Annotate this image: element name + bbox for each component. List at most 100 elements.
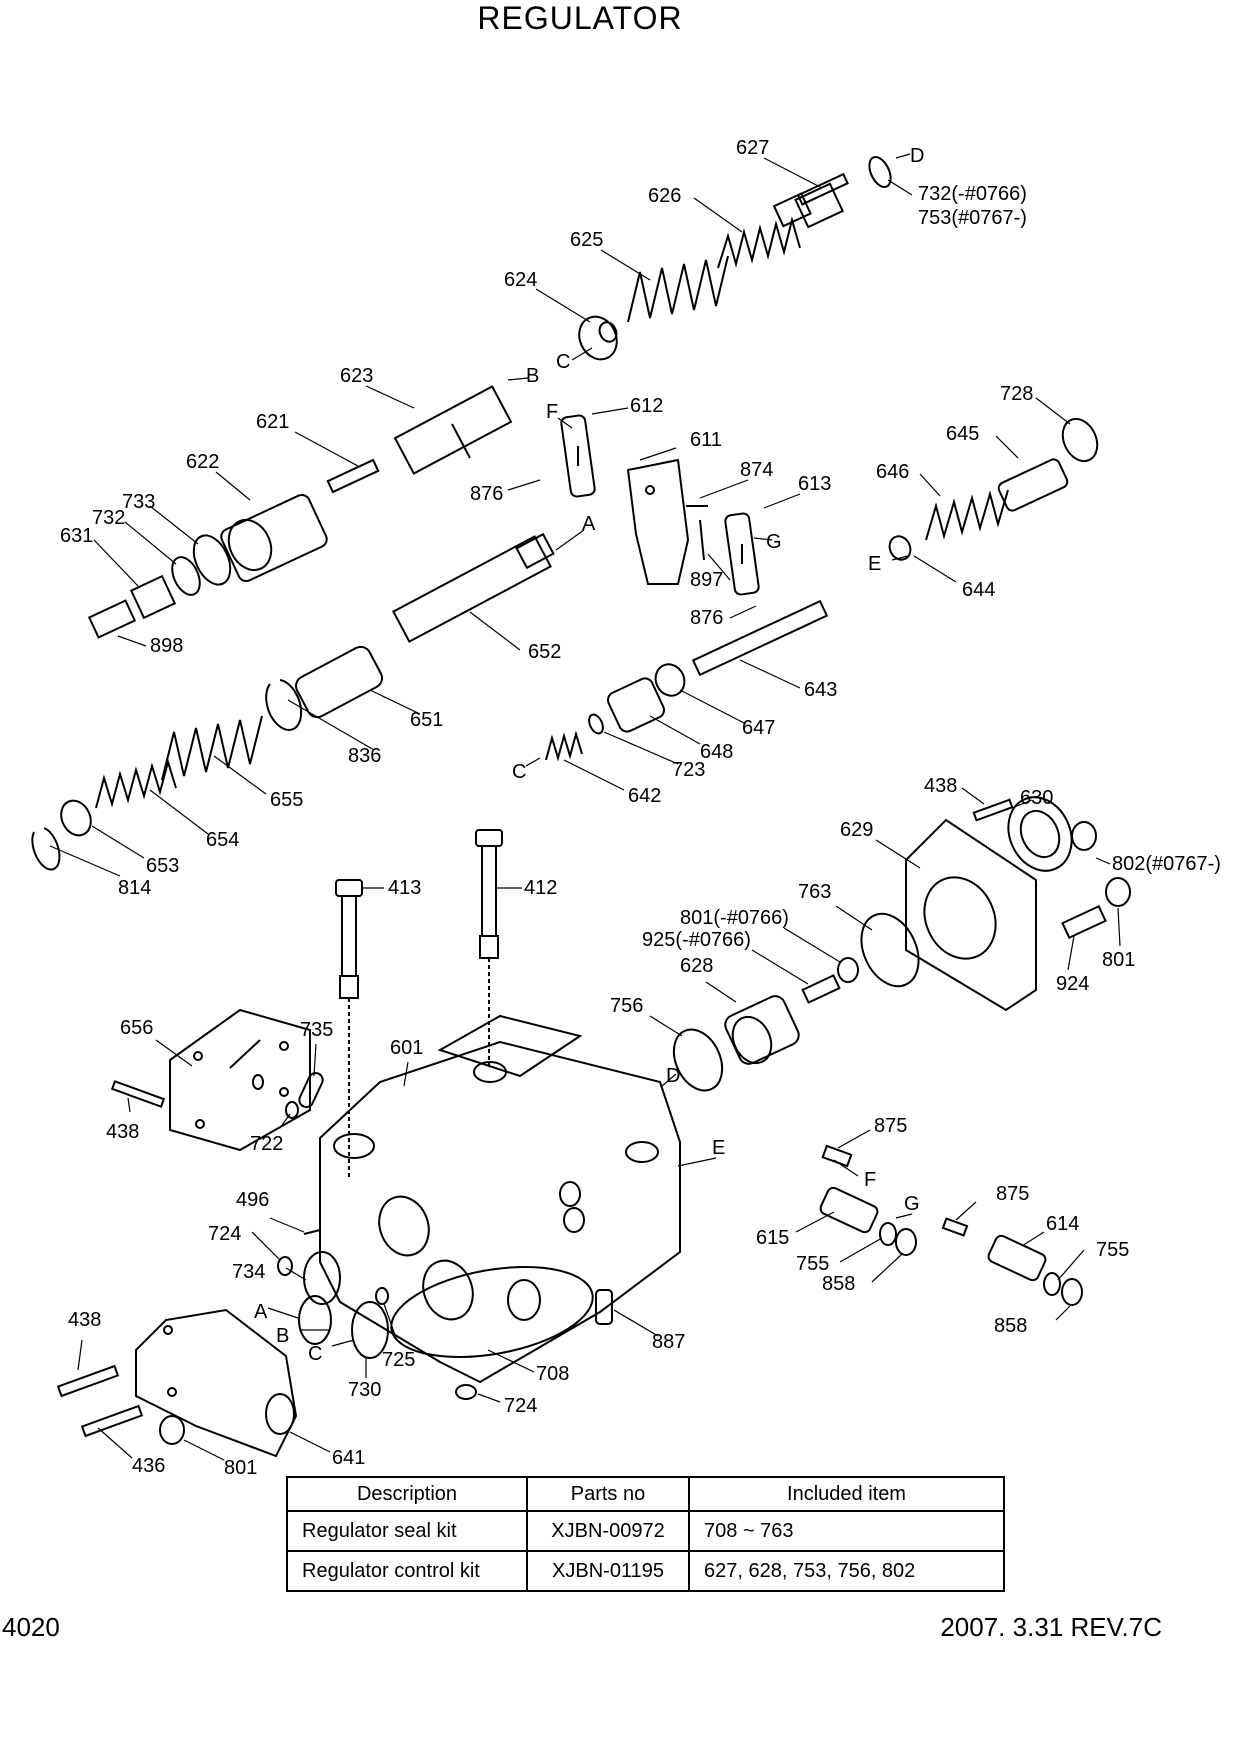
callout-876-a: 876 <box>470 483 503 505</box>
callout-756: 756 <box>610 995 643 1017</box>
part-614 <box>987 1234 1047 1282</box>
oring-728 <box>1061 417 1099 463</box>
oring-755-a <box>879 1222 897 1246</box>
callout-612: 612 <box>630 395 663 417</box>
callout-631: 631 <box>60 525 93 547</box>
kit-description: Regulator seal kit <box>286 1510 528 1552</box>
callout-B-2: B <box>276 1325 289 1347</box>
callout-898: 898 <box>150 635 183 657</box>
callout-628: 628 <box>680 955 713 977</box>
callout-753-a: 753(#0767-) <box>918 207 1027 229</box>
callout-655: 655 <box>270 789 303 811</box>
pin-887 <box>595 1289 613 1325</box>
pin-875-a <box>821 1144 853 1168</box>
callout-733: 733 <box>122 491 155 513</box>
callout-B: B <box>526 365 539 387</box>
callout-647: 647 <box>742 717 775 739</box>
callout-611: 611 <box>690 429 722 451</box>
nut-801-bottom <box>159 1415 185 1445</box>
spring-625 <box>627 255 729 323</box>
callout-755-a: 755 <box>796 1253 829 1275</box>
callout-730: 730 <box>348 1379 381 1401</box>
oring-708 <box>390 1266 594 1358</box>
oring-763 <box>860 912 920 988</box>
callout-814: 814 <box>118 877 151 899</box>
callout-412: 412 <box>524 877 557 899</box>
oring-723 <box>588 713 604 735</box>
callout-C-3: C <box>308 1343 322 1365</box>
callout-643: 643 <box>804 679 837 701</box>
oring-A <box>298 1295 332 1345</box>
part-898 <box>87 599 137 639</box>
callout-836: 836 <box>348 745 381 767</box>
nut-801-mid <box>837 957 859 983</box>
part-613 <box>724 512 760 596</box>
page-number: 4020 <box>2 1612 60 1642</box>
part-601-body <box>319 1014 681 1384</box>
callout-496: 496 <box>236 1189 269 1211</box>
callout-801-c: 801 <box>224 1457 257 1479</box>
callout-722: 722 <box>250 1133 283 1155</box>
callout-G: G <box>766 531 782 553</box>
callout-642: 642 <box>628 785 661 807</box>
callout-876-b: 876 <box>690 607 723 629</box>
spring-626 <box>717 216 801 269</box>
callout-858-b: 858 <box>994 1315 1027 1337</box>
callout-648: 648 <box>700 741 733 763</box>
callout-614: 614 <box>1046 1213 1079 1235</box>
callout-897: 897 <box>690 569 723 591</box>
callout-D-2: D <box>666 1065 680 1087</box>
callout-629: 629 <box>840 819 873 841</box>
callout-858-a: 858 <box>822 1273 855 1295</box>
oring-725 <box>375 1287 389 1305</box>
bolt-438-top <box>972 798 1014 822</box>
kit-parts-no: XJBN-00972 <box>526 1510 690 1552</box>
callout-735: 735 <box>300 1019 333 1041</box>
callout-C-2: C <box>512 761 526 783</box>
callout-653: 653 <box>146 855 179 877</box>
callout-labels: 627 D 732(-#0766) 753(#0767-) 626 625 62… <box>60 137 1221 1479</box>
oring-730 <box>351 1301 389 1359</box>
part-629 <box>905 818 1037 1012</box>
snapring-836 <box>265 679 303 731</box>
leader-lines <box>49 153 1121 1461</box>
callout-G-2: G <box>904 1193 920 1215</box>
kit-parts-no: XJBN-01195 <box>526 1550 690 1592</box>
bolt-412 <box>475 829 503 1070</box>
callout-630: 630 <box>1020 787 1053 809</box>
bolt-438-bottom <box>56 1364 120 1398</box>
spring-654 <box>95 758 177 809</box>
callout-644: 644 <box>962 579 995 601</box>
callout-802: 802(#0767-) <box>1112 853 1221 875</box>
oring-724-left <box>277 1256 293 1276</box>
part-656 <box>169 1008 311 1152</box>
callout-925: 925(-#0766) <box>642 929 751 951</box>
callout-622: 622 <box>186 451 219 473</box>
col-description: Description <box>286 1476 528 1512</box>
callout-623: 623 <box>340 365 373 387</box>
callout-651: 651 <box>410 709 443 731</box>
part-622 <box>220 493 328 583</box>
snapring-858-a <box>895 1228 917 1256</box>
callout-725: 725 <box>382 1349 415 1371</box>
pin-496 <box>303 1229 321 1235</box>
table-row: Regulator control kit XJBN-01195 627, 62… <box>286 1550 1005 1592</box>
callout-732-b: 732 <box>92 507 125 529</box>
callout-A: A <box>582 513 596 535</box>
bolt-436 <box>80 1404 144 1438</box>
col-included-item: Included item <box>688 1476 1005 1512</box>
part-925 <box>801 974 841 1004</box>
callout-436: 436 <box>132 1455 165 1477</box>
oring-733 <box>192 534 232 586</box>
snapring-814 <box>31 827 61 871</box>
part-630 <box>1007 796 1073 872</box>
callout-763: 763 <box>798 881 831 903</box>
parts-artwork <box>31 156 1131 1458</box>
part-631 <box>129 574 177 620</box>
callout-613: 613 <box>798 473 831 495</box>
part-644 <box>888 535 912 561</box>
revision-date: 2007. 3.31 REV.7C <box>940 1612 1162 1642</box>
callout-626: 626 <box>648 185 681 207</box>
spring-646 <box>925 489 1009 541</box>
